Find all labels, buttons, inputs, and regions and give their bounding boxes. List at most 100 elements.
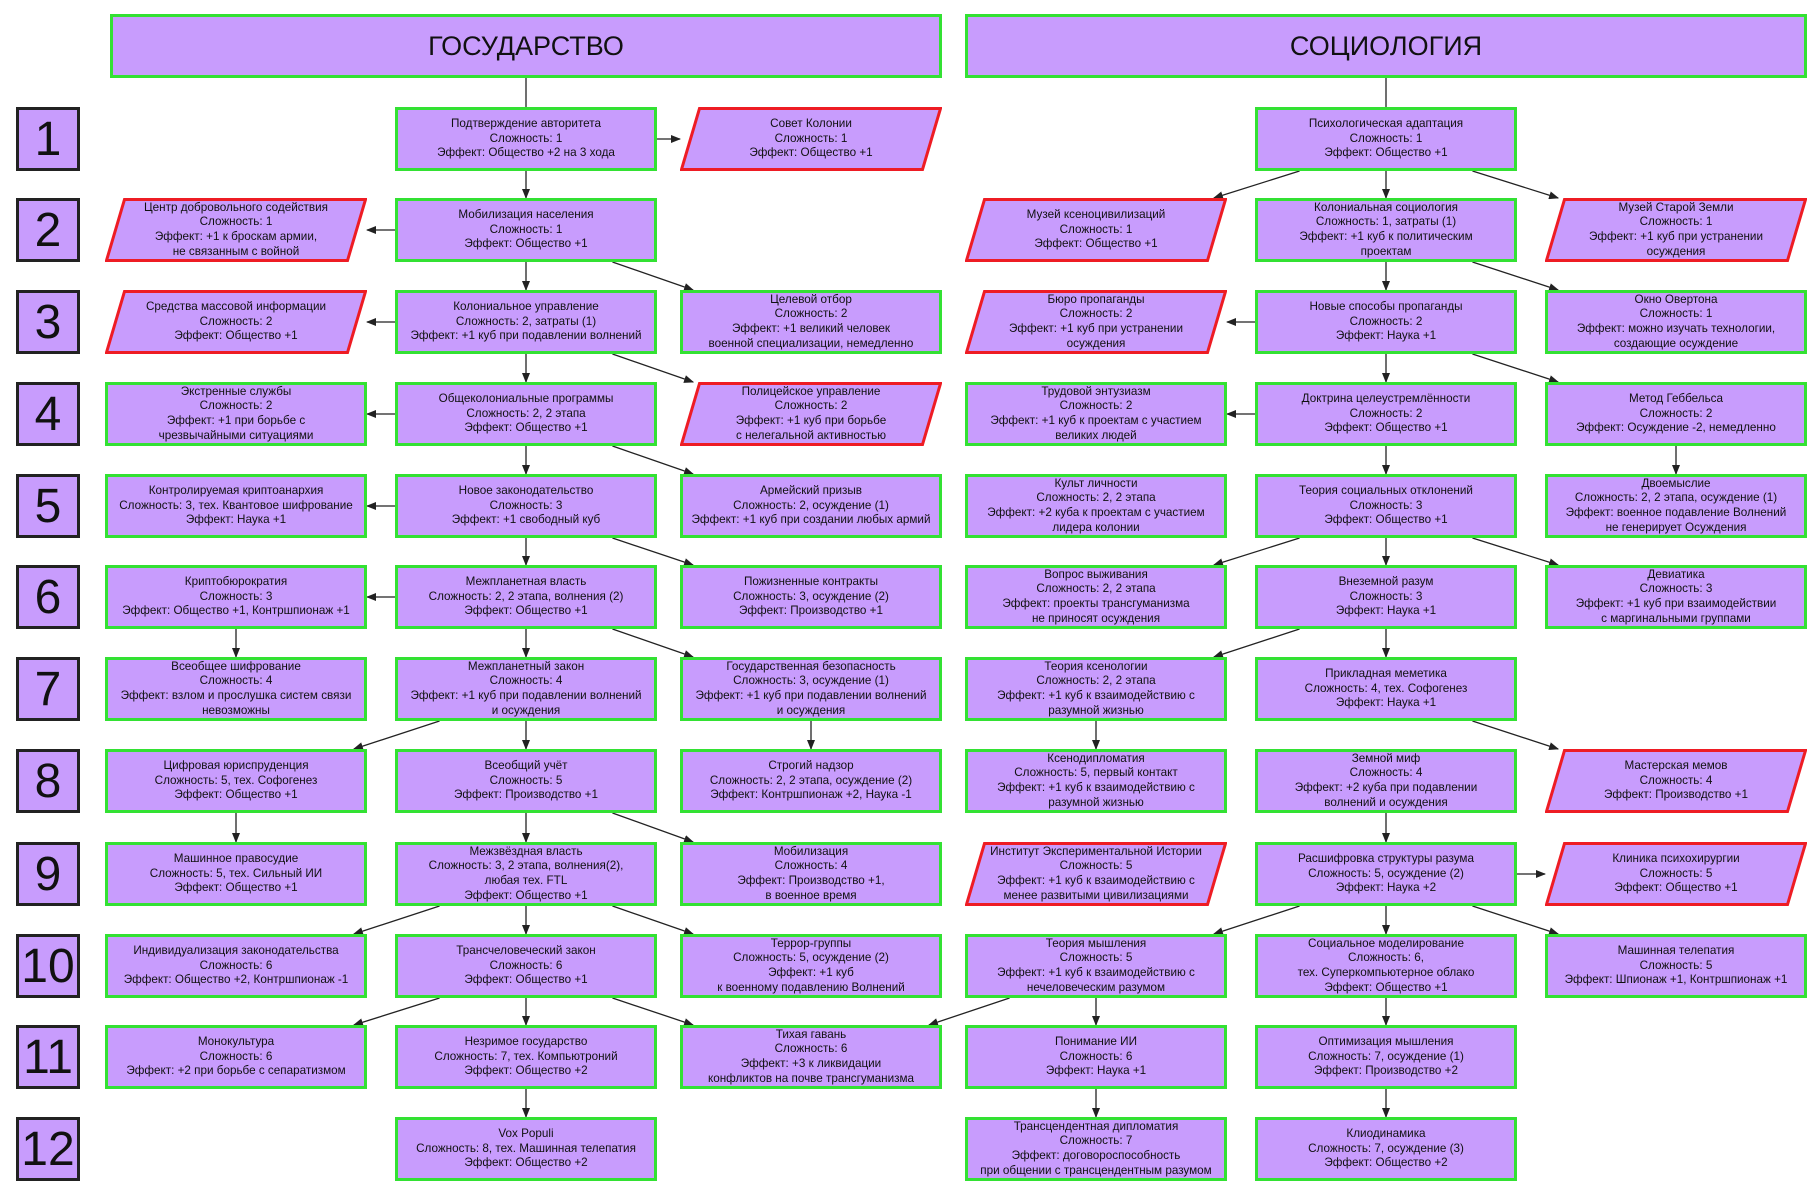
node-line: Эффект: +2 куба к проектам с участием bbox=[987, 506, 1205, 519]
rectangle-shape bbox=[395, 842, 657, 906]
node-line: Сложность: 5 bbox=[1059, 951, 1133, 965]
node-line: в военное время bbox=[765, 888, 857, 902]
rectangle-shape bbox=[1255, 198, 1517, 262]
node-line: разумной жизнью bbox=[1048, 703, 1144, 717]
node-line: тех. Суперкомпьютерное облако bbox=[1297, 966, 1475, 979]
node-line: Сложность: 5, тех. Софогенез bbox=[154, 773, 318, 787]
node-line: Сложность: 6, bbox=[1347, 951, 1425, 965]
node-text: ГОСУДАРСТВО bbox=[110, 14, 942, 78]
node-line: Сложность: 3 bbox=[1639, 582, 1713, 596]
node-title: Расшифровка структуры разума bbox=[1298, 852, 1474, 866]
node-line: Сложность: 7, осуждение (1) bbox=[1308, 1049, 1464, 1063]
node-line: Эффект: Наука +1 bbox=[1045, 1064, 1147, 1078]
rectangle-shape bbox=[680, 290, 942, 354]
node-line: Эффект: договороспособность bbox=[1011, 1149, 1181, 1162]
rectangle-shape bbox=[110, 14, 942, 78]
connector-arrow bbox=[1212, 170, 1300, 200]
node-line: Сложность: 3, 2 этапа, волнения(2), bbox=[428, 859, 624, 873]
node-title: Контролируемая криптоанархия bbox=[148, 484, 324, 498]
connector-arrow bbox=[1472, 537, 1560, 567]
node-line: Эффект: Наука +1 bbox=[1335, 329, 1437, 343]
rectangle-shape bbox=[105, 934, 367, 998]
node-line: Сложность: 2, 2 этапа, осуждение (2) bbox=[709, 773, 913, 787]
node-title: Колониальное управление bbox=[453, 300, 599, 314]
connector-arrow bbox=[1472, 170, 1560, 200]
rectangle-shape bbox=[965, 382, 1227, 446]
node-line: Сложность: 6 bbox=[1059, 1049, 1133, 1063]
node-title: Музей ксеноцивилизаций bbox=[1026, 208, 1166, 222]
node-title: Оптимизация мышления bbox=[1318, 1035, 1454, 1049]
node-title: Центр добровольного содействия bbox=[144, 200, 328, 214]
node-title: Институт Экспериментальной Истории bbox=[990, 844, 1202, 858]
node-line: Эффект: +1 к броскам армии, bbox=[154, 230, 318, 243]
node-line: Сложность: 2, 2 этапа bbox=[1036, 674, 1156, 688]
connector-arrow bbox=[1212, 905, 1300, 936]
node-line: менее развитыми цивилизациями bbox=[1003, 888, 1189, 902]
parallelogram-shape bbox=[1545, 198, 1807, 262]
node-line: Эффект: Общество +2, Контршпионаж -1 bbox=[123, 973, 349, 987]
node-title: Земной миф bbox=[1351, 751, 1421, 765]
node-title: Культ личности bbox=[1054, 476, 1138, 490]
node-line: Эффект: Общество +1 bbox=[464, 237, 588, 251]
parallelogram-shape bbox=[1545, 749, 1807, 813]
node-line: Эффект: +1 куб при создании любых армий bbox=[691, 513, 931, 527]
node-line: Сложность: 1 bbox=[1639, 215, 1713, 229]
node-line: Сложность: 4 bbox=[1639, 773, 1713, 787]
node-title: Всеобщее шифрование bbox=[171, 659, 301, 673]
node-line: Сложность: 2, 2 этапа, волнения (2) bbox=[428, 589, 624, 603]
node-line: Эффект: +1 куб к взаимодействию с bbox=[997, 689, 1195, 702]
rectangle-shape bbox=[1545, 382, 1807, 446]
rectangle-shape bbox=[105, 565, 367, 629]
rectangle-shape bbox=[965, 14, 1807, 78]
node-line: невозможны bbox=[202, 703, 270, 717]
node-line: Сложность: 2, затраты (1) bbox=[455, 314, 597, 328]
node-line: Сложность: 2, 2 этапа bbox=[1036, 582, 1156, 596]
node-line: Эффект: +1 свободный куб bbox=[451, 513, 601, 527]
node-title: Мобилизация населения bbox=[458, 208, 594, 222]
node-line: Эффект: Общество +1 bbox=[1034, 237, 1158, 251]
row-number: 1 bbox=[16, 107, 80, 171]
row-number: 6 bbox=[16, 565, 80, 629]
node-line: Эффект: Общество +1 bbox=[174, 881, 298, 895]
branch-header: СОЦИОЛОГИЯ bbox=[965, 14, 1807, 78]
connector-arrow bbox=[612, 997, 695, 1026]
node-line: создающие осуждение bbox=[1613, 336, 1739, 350]
node-title: Клиодинамика bbox=[1346, 1127, 1426, 1141]
node-line: не генерирует Осуждения bbox=[1605, 520, 1747, 534]
node-line: Эффект: Общество +1, Контршпионаж +1 bbox=[122, 604, 350, 618]
connector-arrow bbox=[1472, 905, 1560, 936]
node-line: Эффект: Контршпионаж +2, Наука -1 bbox=[710, 788, 912, 802]
node-title: Тихая гавань bbox=[775, 1027, 847, 1041]
node-line: Эффект: Общество +2 bbox=[464, 1064, 588, 1078]
